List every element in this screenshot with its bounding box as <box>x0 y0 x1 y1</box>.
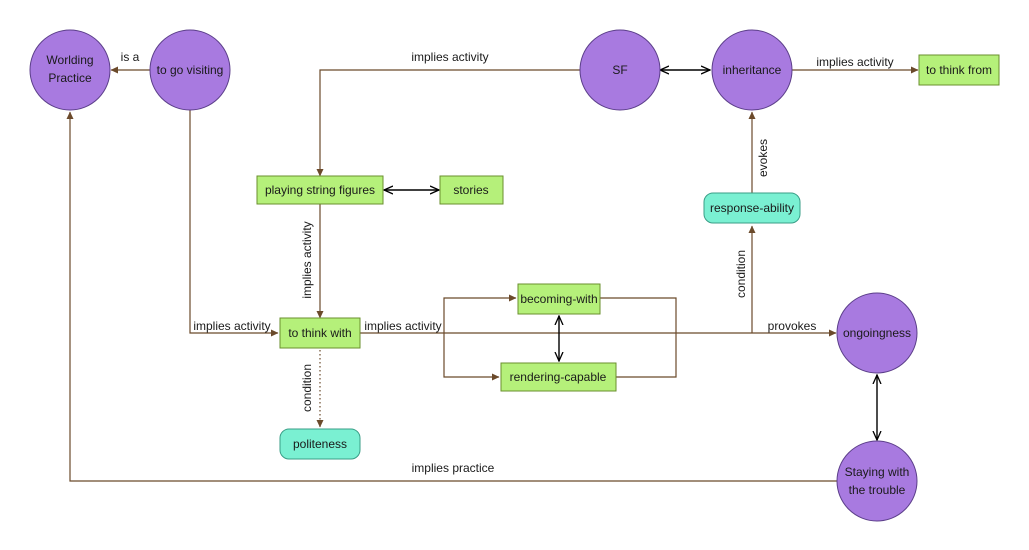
edge-visiting-to-think-with <box>189 110 279 337</box>
node-staying-line2: the trouble <box>849 483 906 497</box>
node-becoming-with-label: becoming-with <box>520 292 597 306</box>
node-to-think-with-label: to think with <box>288 326 351 340</box>
node-response-ability-label: response-ability <box>710 201 794 215</box>
node-staying-with-the-trouble[interactable]: Staying with the trouble <box>836 440 918 522</box>
label-condition-response: condition <box>734 250 748 298</box>
node-worlding-practice-line2: Practice <box>48 71 92 85</box>
edge-staying-to-worlding <box>66 111 837 482</box>
node-politeness[interactable]: politeness <box>279 428 361 460</box>
node-politeness-label: politeness <box>293 437 347 451</box>
node-to-think-with[interactable]: to think with <box>279 317 361 349</box>
node-to-think-from[interactable]: to think from <box>918 54 1000 86</box>
label-implies-practice: implies practice <box>412 461 495 475</box>
label-condition-politeness: condition <box>300 364 314 412</box>
edge-sf-to-playing <box>316 69 580 177</box>
edge-branch-to-rendering <box>443 333 500 381</box>
node-response-ability[interactable]: response-ability <box>703 192 801 224</box>
label-provokes: provokes <box>768 319 817 333</box>
label-implies-activity-inheritance: implies activity <box>816 55 893 69</box>
node-to-go-visiting[interactable]: to go visiting <box>149 29 231 111</box>
edge-branch-to-becoming <box>443 294 517 333</box>
label-is-a: is a <box>121 50 140 64</box>
node-to-go-visiting-label: to go visiting <box>157 63 224 77</box>
edge-rendering-out <box>616 333 677 378</box>
node-ongoingness-label: ongoingness <box>843 326 911 340</box>
label-implies-activity-visiting: implies activity <box>193 319 270 333</box>
edge-becoming-out <box>600 297 677 333</box>
node-worlding-practice[interactable]: Worlding Practice <box>29 29 111 111</box>
label-implies-activity-sf: implies activity <box>411 50 488 64</box>
node-playing-string-figures-label: playing string figures <box>265 183 375 197</box>
node-sf[interactable]: SF <box>579 29 661 111</box>
node-becoming-with[interactable]: becoming-with <box>517 283 601 315</box>
label-implies-activity-think-with: implies activity <box>364 319 441 333</box>
node-inheritance[interactable]: inheritance <box>711 29 793 111</box>
label-implies-activity-playing: implies activity <box>300 221 314 298</box>
node-sf-label: SF <box>612 63 627 77</box>
node-worlding-practice-line1: Worlding <box>46 53 93 67</box>
node-rendering-capable-label: rendering-capable <box>510 370 607 384</box>
node-rendering-capable[interactable]: rendering-capable <box>500 362 617 392</box>
node-staying-line1: Staying with <box>845 465 910 479</box>
node-stories-label: stories <box>453 183 488 197</box>
node-to-think-from-label: to think from <box>926 63 992 77</box>
node-stories[interactable]: stories <box>439 175 504 205</box>
node-ongoingness[interactable]: ongoingness <box>836 292 918 374</box>
label-evokes: evokes <box>756 139 770 177</box>
node-playing-string-figures[interactable]: playing string figures <box>256 175 384 205</box>
node-inheritance-label: inheritance <box>723 63 782 77</box>
